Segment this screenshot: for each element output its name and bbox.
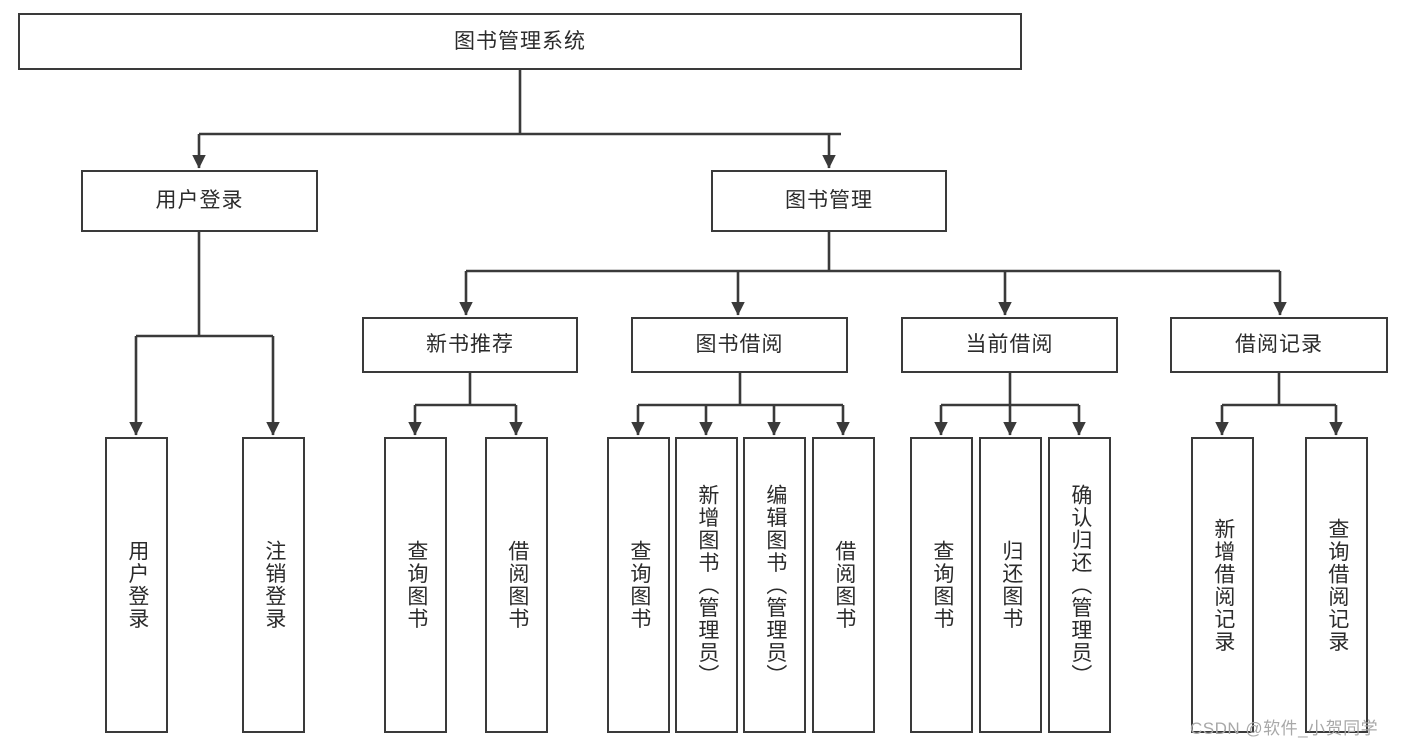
node-leaf-add-book-label: 新增图书（管理员） — [695, 483, 719, 687]
node-leaf-query-book-2-label: 查询图书 — [627, 540, 651, 630]
watermark-text: CSDN @软件_小贺同学 — [1190, 719, 1379, 738]
node-leaf-user-login-label: 用户登录 — [125, 540, 149, 630]
node-new-book-recommend-label: 新书推荐 — [426, 333, 514, 357]
node-leaf-edit-book[interactable]: 编辑图书（管理员） — [743, 437, 806, 733]
node-root[interactable]: 图书管理系统 — [18, 13, 1022, 70]
node-user-login[interactable]: 用户登录 — [81, 170, 318, 232]
node-leaf-add-book[interactable]: 新增图书（管理员） — [675, 437, 738, 733]
node-leaf-user-login[interactable]: 用户登录 — [105, 437, 168, 733]
node-leaf-query-book-2[interactable]: 查询图书 — [607, 437, 670, 733]
node-root-label: 图书管理系统 — [454, 29, 586, 53]
node-current-borrow[interactable]: 当前借阅 — [901, 317, 1118, 373]
node-leaf-user-logout-label: 注销登录 — [262, 540, 286, 630]
node-leaf-query-book-1-label: 查询图书 — [404, 540, 428, 630]
node-new-book-recommend[interactable]: 新书推荐 — [362, 317, 578, 373]
node-leaf-query-borrow-record-label: 查询借阅记录 — [1325, 517, 1349, 653]
node-leaf-edit-book-label: 编辑图书（管理员） — [763, 483, 787, 687]
node-leaf-return-book-label: 归还图书 — [999, 540, 1023, 630]
node-book-management-label: 图书管理 — [785, 189, 873, 213]
node-user-login-label: 用户登录 — [155, 189, 244, 213]
node-book-borrow-label: 图书借阅 — [695, 333, 784, 357]
node-borrow-record-label: 借阅记录 — [1235, 333, 1323, 357]
node-borrow-record[interactable]: 借阅记录 — [1170, 317, 1388, 373]
node-leaf-borrow-book-1[interactable]: 借阅图书 — [485, 437, 548, 733]
node-leaf-add-borrow-record-label: 新增借阅记录 — [1211, 517, 1235, 653]
node-leaf-confirm-return[interactable]: 确认归还（管理员） — [1048, 437, 1111, 733]
node-leaf-query-book-3[interactable]: 查询图书 — [910, 437, 973, 733]
node-book-management[interactable]: 图书管理 — [711, 170, 947, 232]
node-leaf-query-book-3-label: 查询图书 — [930, 540, 954, 630]
node-leaf-confirm-return-label: 确认归还（管理员） — [1068, 483, 1092, 687]
node-book-borrow[interactable]: 图书借阅 — [631, 317, 848, 373]
node-leaf-query-borrow-record[interactable]: 查询借阅记录 — [1305, 437, 1368, 733]
node-leaf-add-borrow-record[interactable]: 新增借阅记录 — [1191, 437, 1254, 733]
node-leaf-query-book-1[interactable]: 查询图书 — [384, 437, 447, 733]
node-leaf-return-book[interactable]: 归还图书 — [979, 437, 1042, 733]
node-leaf-borrow-book-2-label: 借阅图书 — [832, 540, 856, 630]
node-current-borrow-label: 当前借阅 — [965, 333, 1054, 357]
node-leaf-borrow-book-2[interactable]: 借阅图书 — [812, 437, 875, 733]
node-leaf-borrow-book-1-label: 借阅图书 — [505, 540, 529, 630]
node-leaf-user-logout[interactable]: 注销登录 — [242, 437, 305, 733]
